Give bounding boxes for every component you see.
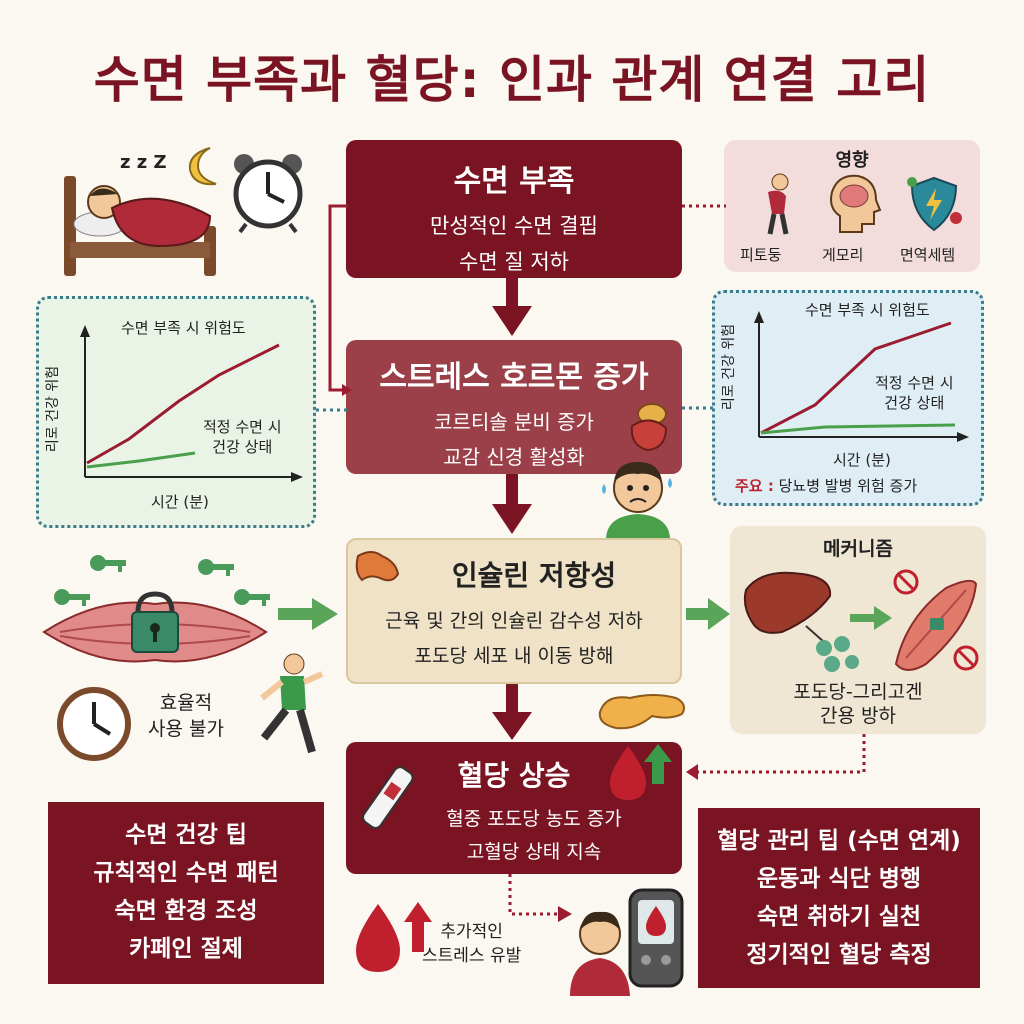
step-line: 만성적인 수면 결핍 — [430, 214, 598, 238]
arrow-right-icon — [686, 598, 730, 630]
muscle-lock-icon — [42, 591, 268, 663]
step-line: 포도당 세포 내 이동 방해 — [414, 645, 614, 667]
series-label: 적정 수면 시 건강 상태 — [875, 374, 954, 412]
y-axis-label: 리로 건강 위험 — [721, 323, 738, 411]
step-title: 인슐린 저항성 — [451, 559, 617, 592]
key-icon — [234, 589, 270, 606]
series-label: 수면 부족 시 위험도 — [805, 301, 930, 319]
sleeping-person-icon: z z Z — [64, 152, 216, 276]
left-risk-chart: 수면 부족 시 위험도 적정 수면 시 건강 상태 시간 (분) 리로 건강 위… — [36, 296, 316, 528]
blocked-muscle-icon — [893, 569, 979, 671]
chart-plot — [754, 311, 969, 442]
series-line-risk — [86, 343, 280, 465]
blood-drop-up-icon — [356, 902, 432, 972]
note-key: 주요 : — [735, 477, 774, 495]
arrow-down-icon — [492, 278, 532, 336]
step-line: 코르티솔 분비 증가 — [434, 410, 594, 434]
tip-item: 숙면 취하기 실천 — [756, 904, 922, 930]
alarm-clock-icon — [233, 154, 303, 234]
series-label: 수면 부족 시 위험도 — [121, 319, 246, 337]
effects-title: 영향 — [835, 150, 869, 171]
step-insulin-resistance: 인슐린 저항성 근육 및 간의 인슐린 감수성 저하 포도당 세포 내 이동 방… — [346, 538, 682, 684]
mechanism-caption-line: 포도당-그리고겐 — [793, 681, 923, 703]
blood-drop-up-icon — [610, 744, 672, 800]
moon-icon — [188, 147, 217, 186]
step-line: 근육 및 간의 인슐린 감수성 저하 — [385, 610, 643, 632]
series-line-healthy — [86, 451, 196, 469]
test-strip-icon — [362, 766, 414, 829]
step-title: 혈당 상승 — [457, 759, 571, 792]
dotted-connector — [316, 408, 348, 412]
tip-item: 정기적인 혈당 측정 — [746, 942, 932, 968]
stressed-person-icon — [602, 462, 672, 540]
extra-stress-line: 추가적인 — [440, 922, 503, 942]
step-sleep-deprivation: 수면 부족 만성적인 수면 결핍 수면 질 저하 — [346, 140, 682, 278]
step-title: 수면 부족 — [453, 164, 575, 199]
mechanism-title: 메커니즘 — [823, 538, 893, 560]
tip-item: 규칙적인 수면 패턴 — [93, 860, 279, 886]
muscle-caption-line: 사용 불가 — [148, 718, 224, 740]
step-line: 교감 신경 활성화 — [443, 445, 585, 469]
extra-stress-caption: 추가적인 스트레스 유발 — [422, 920, 521, 968]
pancreas-icon — [355, 551, 400, 582]
note-text: 당뇨병 발병 위험 증가 — [778, 477, 918, 495]
immune-shield-icon — [907, 176, 962, 232]
effect-label: 면역세템 — [900, 246, 956, 264]
tip-item: 카페인 절제 — [129, 936, 243, 962]
mechanism-caption: 포도당-그리고겐 간용 방하 — [730, 680, 986, 728]
effect-label: 피토둥 — [740, 246, 782, 264]
glucose-molecules-icon — [805, 625, 859, 672]
muscle-caption: 효율적 사용 불가 — [148, 690, 224, 742]
effects-panel: 영향 피토둥 게모리 면역세템 — [724, 140, 980, 272]
muscle-caption-line: 효율적 — [159, 692, 213, 714]
step-stress-hormone: 스트레스 호르몬 증가 코르티솔 분비 증가 교감 신경 활성화 — [346, 340, 682, 474]
tips-title: 수면 건강 팁 — [125, 822, 247, 848]
step-line: 고혈당 상태 지속 — [466, 841, 602, 863]
connector-line — [328, 204, 352, 396]
dotted-connector — [508, 874, 572, 922]
dotted-return-arrow — [686, 734, 866, 780]
brain-head-icon — [830, 174, 882, 233]
adrenal-gland-icon — [630, 403, 668, 452]
step-title: 스트레스 호르몬 증가 — [379, 360, 649, 395]
series-line-risk — [760, 321, 952, 435]
liver-icon — [743, 571, 832, 634]
key-icon — [198, 559, 234, 576]
series-label: 적정 수면 시 건강 상태 — [203, 418, 282, 456]
tip-item: 숙면 환경 조성 — [114, 898, 258, 924]
y-axis-label: 리로 건강 위험 — [45, 365, 62, 453]
arrow-right-icon — [850, 606, 892, 630]
chart-plot — [80, 325, 303, 482]
right-risk-chart: 수면 부족 시 위험도 적정 수면 시 건강 상태 시간 (분) 리로 건강 위… — [712, 290, 984, 506]
pancreas-icon — [598, 694, 685, 730]
series-line-healthy — [760, 423, 956, 435]
step-line: 수면 질 저하 — [459, 250, 569, 274]
chart-note: 주요 : 당뇨병 발병 위험 증가 — [735, 475, 917, 496]
dotted-connector — [682, 406, 714, 410]
runner-icon — [260, 653, 324, 754]
key-icon — [90, 555, 126, 572]
extra-stress-line: 스트레스 유발 — [422, 946, 522, 966]
clock-icon — [57, 687, 131, 761]
dotted-connector — [682, 204, 726, 208]
x-axis-label: 시간 (분) — [833, 451, 891, 469]
svg-text:z z Z: z z Z — [120, 152, 167, 173]
person-glucose-meter-icon — [570, 888, 684, 996]
arrow-down-icon — [492, 474, 532, 534]
tips-title: 혈당 관리 팁 (수면 연계) — [717, 828, 961, 854]
mechanism-caption-line: 간용 방하 — [820, 705, 896, 727]
fatigue-person-icon — [767, 173, 789, 235]
tip-item: 운동과 식단 병행 — [756, 866, 922, 892]
key-icon — [54, 589, 90, 606]
effect-label: 게모리 — [822, 246, 864, 264]
sleep-tips-panel: 수면 건강 팁 규칙적인 수면 패턴 숙면 환경 조성 카페인 절제 — [48, 802, 324, 984]
step-line: 혈중 포도당 농도 증가 — [446, 808, 622, 830]
page-title: 수면 부족과 혈당: 인과 관계 연결 고리 — [93, 51, 931, 109]
glucose-tips-panel: 혈당 관리 팁 (수면 연계) 운동과 식단 병행 숙면 취하기 실천 정기적인… — [698, 808, 980, 988]
arrow-down-icon — [492, 684, 532, 740]
x-axis-label: 시간 (분) — [151, 493, 209, 511]
arrow-right-icon — [278, 598, 338, 630]
mechanism-panel: 메커니즘 포도당-그리고겐 간용 방하 — [730, 526, 986, 734]
